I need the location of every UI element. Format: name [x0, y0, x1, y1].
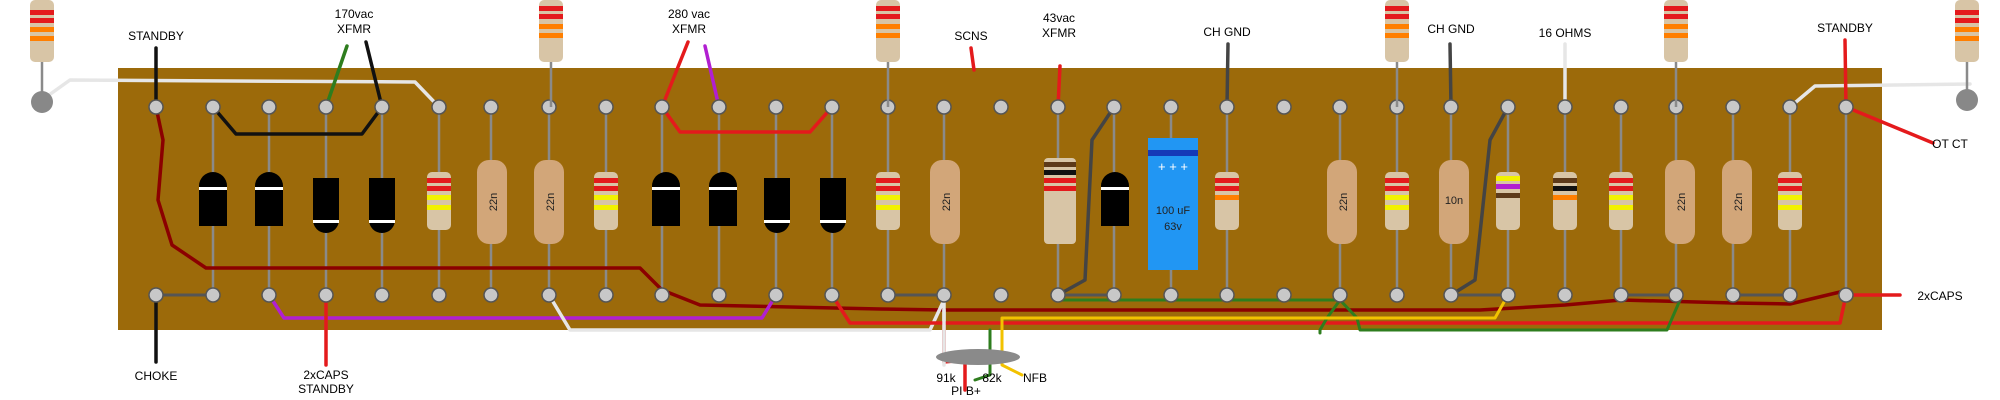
cable-bundle: [936, 349, 1020, 365]
label-ot-ct: OT CT: [1932, 137, 1968, 151]
label-170-xfmr: XFMR: [337, 22, 371, 36]
label-170vac: 170vac: [335, 7, 374, 21]
label-280-xfmr: XFMR: [672, 22, 706, 36]
diodes: [199, 172, 1129, 233]
resistor-6: [1385, 172, 1409, 230]
eyelets-top: [148, 99, 1854, 115]
diode-4: [369, 178, 395, 233]
resistor-5: [1215, 172, 1239, 230]
label-ch-gnd-1: CH GND: [1203, 25, 1251, 39]
diode-5: [652, 172, 680, 226]
label-2xcaps-right: 2xCAPS: [1917, 289, 1962, 303]
capacitor-7: 22n: [1722, 160, 1752, 244]
label-280vac: 280 vac: [668, 7, 710, 21]
offboard-resistor-3: [876, 0, 900, 107]
capacitor-1-label: 22n: [488, 193, 500, 211]
label-ch-gnd-2: CH GND: [1427, 22, 1475, 36]
label-43-xfmr: XFMR: [1042, 26, 1076, 40]
capacitor-6-label: 22n: [1676, 193, 1688, 211]
diode-7: [764, 178, 790, 233]
film-capacitors: 22n 22n 22n 22n 10n 22n 22n: [477, 160, 1752, 244]
external-wires: [154, 38, 1935, 367]
label-standby-left: STANDBY: [128, 29, 184, 43]
capacitor-2-label: 22n: [545, 193, 557, 211]
labels: STANDBY 170vac XFMR 280 vac XFMR SCNS 43…: [128, 7, 1968, 398]
label-standby-right: STANDBY: [1817, 21, 1873, 35]
label-pi-b-plus: PI B+: [951, 384, 981, 398]
resistor-4: [1044, 158, 1076, 244]
resistor-3: [876, 172, 900, 230]
label-choke: CHOKE: [135, 369, 178, 383]
capacitor-6: 22n: [1665, 160, 1695, 244]
diode-6: [709, 172, 737, 226]
resistor-10: [1778, 172, 1802, 230]
label-scns: SCNS: [954, 29, 987, 43]
offboard-resistor-1: [30, 0, 54, 113]
resistor-1: [427, 172, 451, 230]
capacitor-5-label: 10n: [1445, 195, 1463, 207]
diode-8: [820, 178, 846, 233]
resistor-8: [1553, 172, 1577, 230]
electrolytic-capacitor: + + + 100 uF 63v: [1148, 138, 1198, 270]
eyelets-bottom: [148, 287, 1854, 303]
capacitor-3: 22n: [930, 160, 960, 244]
electrolytic-voltage: 63v: [1164, 221, 1182, 233]
label-91k: 91k: [936, 371, 956, 385]
diode-9: [1101, 172, 1129, 226]
label-43vac: 43vac: [1043, 11, 1075, 25]
label-82k: 82k: [982, 371, 1002, 385]
diode-2: [255, 172, 283, 226]
capacitor-4: 22n: [1327, 160, 1357, 244]
resistor-9: [1609, 172, 1633, 230]
electrolytic-value: 100 uF: [1156, 205, 1191, 217]
electrolytic-plus: + + +: [1158, 159, 1188, 174]
label-2xcaps-standby: STANDBY: [298, 382, 354, 396]
board-wiring: [40, 78, 1972, 392]
resistors: [427, 158, 1802, 244]
capacitor-1: 22n: [477, 160, 507, 244]
label-2xcaps: 2xCAPS: [303, 368, 348, 382]
offboard-resistor-6: [1955, 0, 1979, 111]
capacitor-5: 10n: [1439, 160, 1469, 244]
offboard-resistor-4: [1385, 0, 1409, 107]
offboard-resistors: [30, 0, 1979, 113]
capacitor-2: 22n: [534, 160, 564, 244]
resistor-7: [1496, 172, 1520, 230]
capacitor-3-label: 22n: [941, 193, 953, 211]
resistor-2: [594, 172, 618, 230]
label-nfb: NFB: [1023, 371, 1047, 385]
offboard-resistor-2: [539, 0, 563, 107]
diode-1: [199, 172, 227, 226]
diode-3: [313, 178, 339, 233]
label-16-ohms: 16 OHMS: [1539, 26, 1592, 40]
capacitor-4-label: 22n: [1338, 193, 1350, 211]
capacitor-7-label: 22n: [1733, 193, 1745, 211]
offboard-resistor-5: [1664, 0, 1688, 107]
